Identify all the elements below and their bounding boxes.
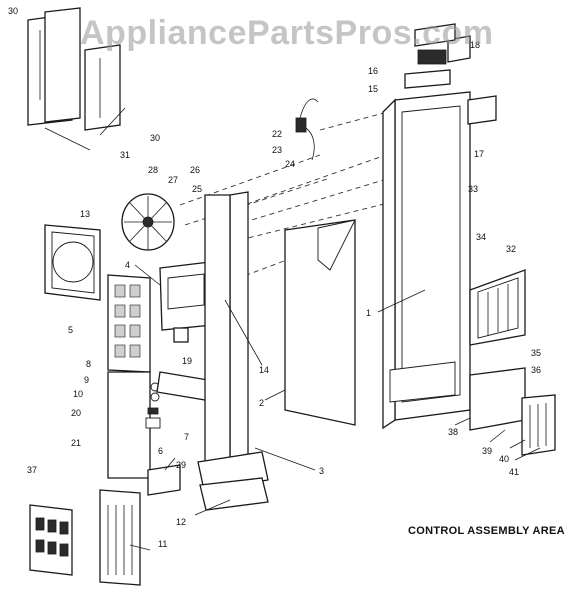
callout-35: 35	[531, 348, 541, 358]
part-4-blower-housing[interactable]	[159, 261, 213, 331]
callout-8: 8	[86, 359, 91, 369]
part-12-base-plate[interactable]	[199, 477, 269, 511]
callout-1: 1	[366, 308, 371, 318]
callout-9: 9	[84, 375, 89, 385]
callout-27: 27	[168, 175, 178, 185]
callout-4: 4	[125, 260, 130, 270]
callout-17: 17	[474, 149, 484, 159]
part-2-divider[interactable]	[284, 219, 356, 426]
control-assembly-area-label: CONTROL ASSEMBLY AREA	[408, 525, 565, 537]
part-5-front-panel[interactable]	[107, 274, 151, 373]
callout-40: 40	[499, 454, 509, 464]
callout-32: 32	[506, 244, 516, 254]
callout-18: 18	[470, 40, 480, 50]
callout-39: 39	[482, 446, 492, 456]
part-28-fan[interactable]	[121, 193, 175, 251]
callout-24: 24	[285, 159, 295, 169]
part-22-24-wiring[interactable]	[295, 98, 319, 161]
callout-2: 2	[259, 398, 264, 408]
callout-labels: 30 30 31 13 28 27 26 25 4 5 19 8 9 10 14…	[8, 6, 541, 549]
callout-7: 7	[184, 432, 189, 442]
callout-38: 38	[448, 427, 458, 437]
callout-36: 36	[531, 365, 541, 375]
leader-lines	[44, 107, 541, 551]
callout-20: 20	[71, 408, 81, 418]
callout-28: 28	[148, 165, 158, 175]
part-19-switch[interactable]	[173, 327, 189, 343]
callout-12: 12	[176, 517, 186, 527]
callout-5: 5	[68, 325, 73, 335]
callout-34: 34	[476, 232, 486, 242]
callout-16: 16	[368, 66, 378, 76]
callout-25: 25	[192, 184, 202, 194]
callout-14: 14	[259, 365, 269, 375]
part-15-16-18-top-parts[interactable]	[404, 23, 471, 89]
part-30-31-side-panels[interactable]	[27, 7, 121, 131]
callout-41: 41	[509, 467, 519, 477]
callout-31: 31	[120, 150, 130, 160]
callout-19: 19	[182, 356, 192, 366]
part-11-lower-grille[interactable]	[99, 489, 141, 586]
callout-3: 3	[319, 466, 324, 476]
part-32-36-grille-assembly[interactable]	[469, 269, 526, 346]
callout-23: 23	[272, 145, 282, 155]
part-1-cabinet[interactable]	[382, 91, 471, 430]
part-13-filter[interactable]	[44, 224, 101, 301]
part-6-control-panel[interactable]	[107, 371, 161, 479]
callout-11: 11	[158, 539, 167, 549]
part-17-cover[interactable]	[467, 95, 497, 125]
callout-21: 21	[71, 438, 81, 448]
callout-29: 29	[176, 460, 186, 470]
part-7-bracket[interactable]	[156, 371, 209, 401]
callout-13: 13	[80, 209, 90, 219]
callout-37: 37	[27, 465, 37, 475]
callout-15: 15	[368, 84, 378, 94]
part-3-duct-tower[interactable]	[197, 191, 269, 491]
callout-30b: 30	[150, 133, 160, 143]
callout-26: 26	[190, 165, 200, 175]
part-38-41-box-grille[interactable]	[469, 367, 556, 456]
part-37-grille[interactable]	[29, 504, 73, 576]
callout-10: 10	[73, 389, 83, 399]
watermark-text: AppliancePartsPros.com	[80, 14, 494, 52]
part-29-channel[interactable]	[147, 464, 181, 496]
callout-33: 33	[468, 184, 478, 194]
callout-6: 6	[158, 446, 163, 456]
callout-22: 22	[272, 129, 282, 139]
callout-30a: 30	[8, 6, 18, 16]
